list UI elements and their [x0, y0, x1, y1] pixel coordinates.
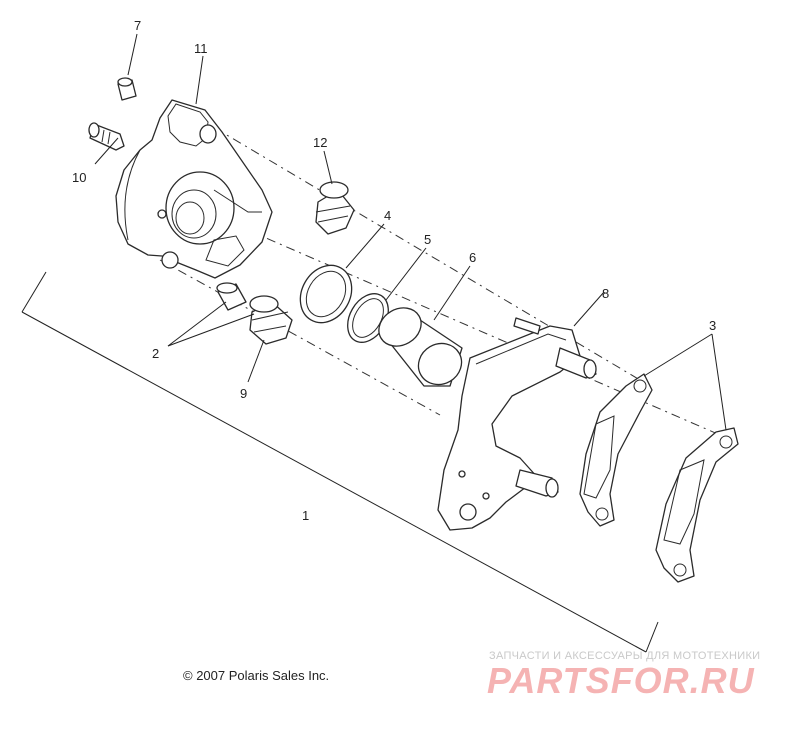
callout-4: 4	[384, 208, 391, 223]
bleeder-cap	[117, 77, 137, 101]
callout-6: 6	[469, 250, 476, 265]
callout-12: 12	[313, 135, 327, 150]
callout-1: 1	[302, 508, 309, 523]
callout-5: 5	[424, 232, 431, 247]
caliper-body	[115, 99, 273, 279]
pin-boot-upper	[315, 181, 355, 235]
callout-leader-lines	[94, 33, 727, 431]
mounting-bracket	[437, 317, 597, 531]
callout-10: 10	[72, 170, 86, 185]
watermark-logo: PARTSFOR.RU	[487, 660, 755, 701]
callout-8: 8	[602, 286, 609, 301]
assembly-centerlines	[159, 127, 721, 436]
caliper-piston	[378, 307, 463, 387]
callout-2: 2	[152, 346, 159, 361]
callout-labels: 1 2 3 4 5 6 7 8 9 10 11 12	[72, 18, 716, 523]
callout-9: 9	[240, 386, 247, 401]
piston-seal-outer	[299, 264, 353, 324]
brake-pad-front	[579, 373, 653, 527]
bleeder-screw	[88, 122, 125, 151]
callout-3: 3	[709, 318, 716, 333]
copyright-notice: © 2007 Polaris Sales Inc.	[183, 668, 330, 683]
assembly-bracket-line	[21, 271, 659, 653]
callout-11: 11	[194, 41, 208, 56]
slide-pin-and-boot	[216, 282, 293, 345]
callout-7: 7	[134, 18, 141, 33]
brake-pad-rear	[655, 427, 739, 583]
watermark-tagline: ЗАПЧАСТИ И АКСЕССУАРЫ ДЛЯ МОТОТЕХНИКИ	[489, 650, 761, 662]
